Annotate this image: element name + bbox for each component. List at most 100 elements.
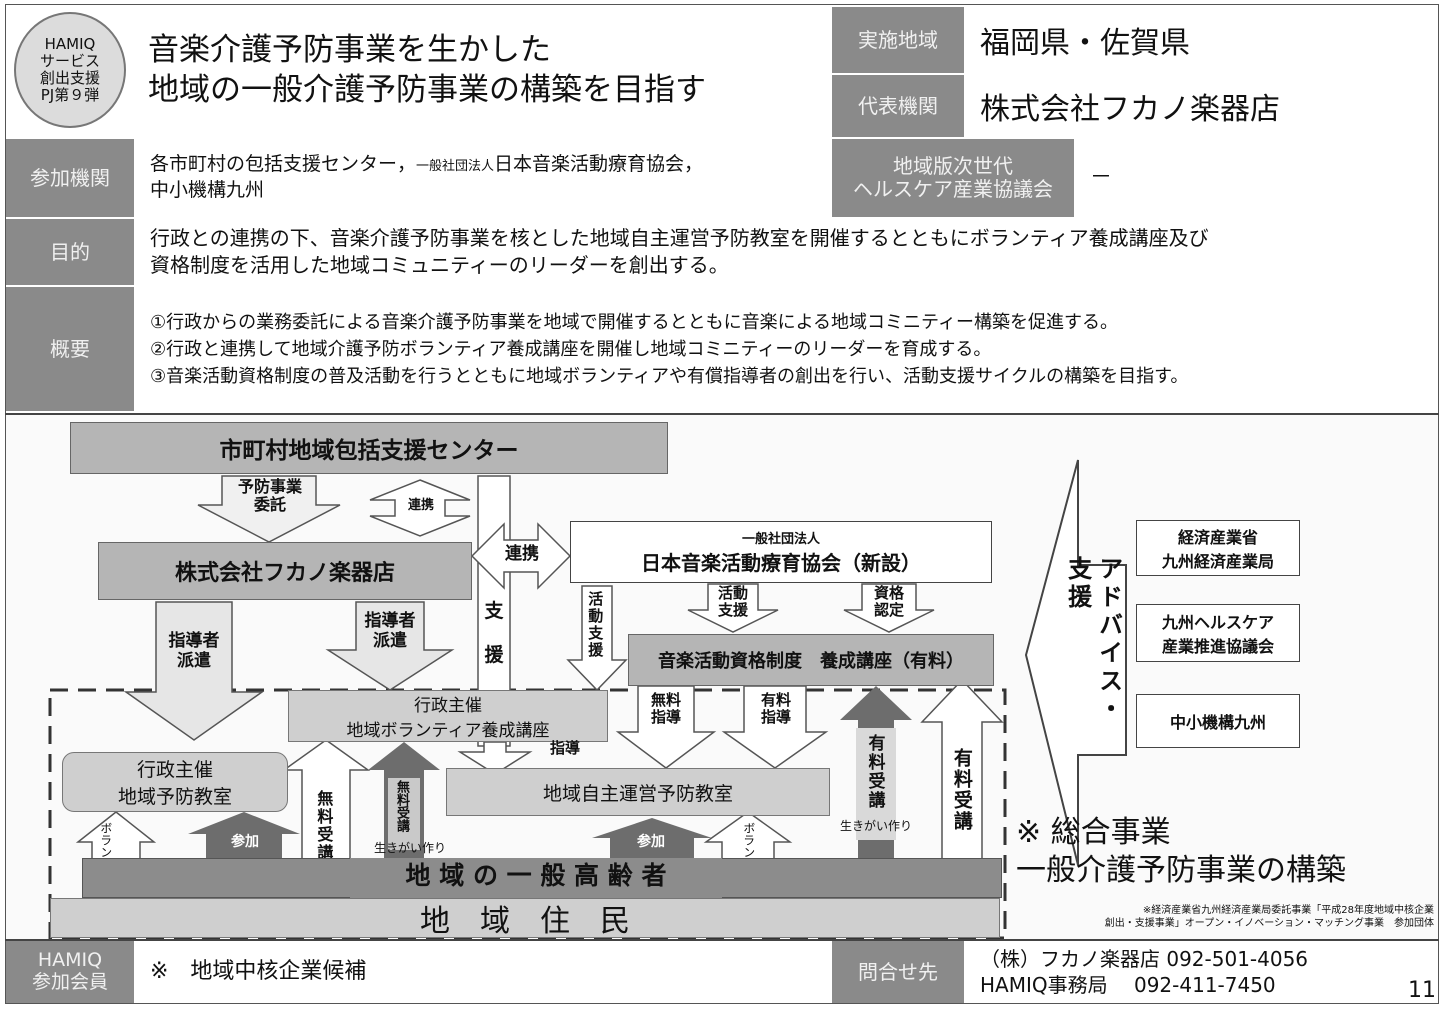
residents-box: 地 域 住 民 [50,898,1000,939]
haken-arrow-left [123,601,265,741]
katsudo-label-1: 活動 [717,584,748,602]
center-box: 市町村地域包括支援センター [70,422,668,474]
title-line-1: 音楽介護予防事業を生かした [148,32,551,69]
purpose-line-2: 資格制度を活用した地域コミュニティーのリーダーを創出する。 [150,253,729,277]
slide-frame [5,4,1439,1004]
participants-value: 各市町村の包括支援センター，一般社団法人日本音楽活動療育協会， 中小機構九州 [136,139,830,217]
purpose-line-1: 行政との連携の下、音楽介護予防事業を核とした地域自主運営予防教室を開催するととも… [150,226,1209,250]
page-number: 11 [1408,978,1436,1003]
participants-line2: 中小機構九州 [150,179,265,201]
participants-label: 参加機関 [6,139,134,217]
page-title: 音楽介護予防事業を生かした 地域の一般介護予防事業の構築を目指す [136,5,830,137]
meti-2: 九州経済産業局 [1161,552,1274,571]
purpose-value: 行政との連携の下、音楽介護予防事業を核とした地域自主運営予防教室を開催するととも… [136,219,1438,285]
gyosei-class-box: 行政主催 地域予防教室 [62,752,288,812]
elderly-label: 地 域 の 一 般 高 齢 者 [405,861,667,890]
council-label-1: 地域版次世代 [893,154,1013,178]
overview-value: ①行政からの業務委託による音楽介護予防事業を地域で開催するとともに音楽による地域… [136,287,1438,411]
muryou-shidou-arrow [615,685,717,769]
healthcare-2: 産業推進協議会 [1161,637,1274,656]
yuuryou-shidou-1: 有料 [760,691,791,709]
member-label-2: 参加会員 [31,971,108,993]
yobo-arrow [197,475,341,543]
yobo-label: 予防事業 委託 [222,477,318,515]
participants-line1-small: 一般社団法人 [416,159,495,175]
yuuryou-jukou-label-white: 有料受講 [950,748,973,832]
participants-line1-b: 日本音楽活動療育協会， [494,153,704,176]
member-label: HAMIQ 参加会員 [6,941,134,1003]
gyosei-class-2: 地域予防教室 [117,786,232,808]
haken-label-left: 指導者 派遣 [156,631,232,671]
contact-value: （株）フカノ楽器店 092-501-4056 HAMIQ事務局 092-411-… [966,941,1386,1003]
title-line-2: 地域の一般介護予防事業の構築を目指す [148,72,706,108]
footnote-2: 創出・支援事業」オープン・イノベーション・マッチング事業 参加団体 [1104,918,1434,929]
katsudo-arrow [687,583,779,633]
badge-line-4: PJ第９弾 [40,85,100,104]
overview-item-3: ③音楽活動資格制度の普及活動を行うとともに地域ボランティアや有償指導者の創出を行… [150,365,1189,387]
course-box: 音楽活動資格制度 養成講座（有料） [628,634,994,686]
fukano-box: 株式会社フカノ楽器店 [98,542,472,600]
assoc-small: 一般社団法人 [741,532,820,547]
contact-label: 問合せ先 [832,941,964,1003]
support-label-2: 援 [484,644,504,667]
shidou-label: 指導 [549,739,580,757]
contact-line-2: HAMIQ事務局 092-411-7450 [980,973,1276,997]
yobo-label-2: 委託 [253,495,286,515]
gyosei-class-1: 行政主催 [136,759,213,781]
haken-label-left-1: 指導者 [168,631,220,651]
muryou-label-bg [388,778,420,850]
rep-value: 株式会社フカノ楽器店 [966,75,1438,137]
katsudo-label-2: 支援 [717,601,748,620]
haken-label-left-2: 派遣 [177,650,211,671]
katsudo-shien-label: 活動支援 [586,591,605,659]
katsudo-shien-arrow [566,585,628,692]
overview-item-2: ②行政と連携して地域介護予防ボランティア養成講座を開催し地域コミニティーのリーダ… [150,338,992,360]
badge-line-1: HAMIQ [44,35,96,54]
volunteer-course-1: 行政主催 [414,696,482,716]
sogo-line-1: ※ 総合事業 [1016,815,1171,850]
divider-footer-top [5,939,1439,941]
member-label-1: HAMIQ [37,949,103,972]
muryou-shidou-label: 無料 指導 [640,691,692,727]
yuuryou-jukou-label-dark: 有料受講 [864,734,885,810]
badge-line-2: サービス [39,52,100,71]
muryou-shidou-1: 無料 [650,691,681,709]
yuuryou-label-bg [856,728,896,840]
katsudo-label: 活動 支援 [708,584,758,620]
muryou-shidou-2: 指導 [650,708,681,727]
footnote-1: ※経済産業省九州経済産業局委託事業「平成28年度地域中核企業 [1142,905,1434,916]
assoc-name: 日本音楽活動療育協会（新設） [641,551,921,575]
volunteer-course-box: 行政主催 地域ボランティア養成講座 [288,690,608,742]
sogo-text: ※ 総合事業 一般介護予防事業の構築 [1016,814,1406,889]
sanka-arrow-center [592,818,712,860]
overview-label: 概要 [6,287,134,411]
sogo-line-2: 一般介護予防事業の構築 [1016,852,1346,888]
ikigai-label-2: 生きがい作り [839,819,912,833]
area-label: 実施地域 [832,7,964,73]
haken-label-center: 指導者 派遣 [356,611,424,651]
ikigai-label: 生きがい作り [373,841,446,855]
badge-line-3: 創出支援 [39,69,100,87]
muryou-jukou-label: 無料受講 [314,790,334,862]
yobo-label-1: 予防事業 [237,477,302,496]
divider-diagram-top [5,413,1439,415]
haken-label-center-1: 指導者 [364,611,416,631]
yuuryou-shidou-label: 有料 指導 [748,691,804,727]
sanka-label-left: 参加 [231,834,259,850]
contact-line-1: （株）フカノ楽器店 092-501-4056 [980,947,1309,971]
shikaku-label: 資格 認定 [862,584,916,620]
muryou-jukou-label-dark: 無料受講 [393,780,409,832]
member-value: ※ 地域中核企業候補 [136,941,830,1003]
participants-line1-a: 各市町村の包括支援センター， [150,153,417,176]
haken-label-center-2: 派遣 [373,630,407,651]
council-label-2: ヘルスケア産業協議会 [853,177,1053,201]
support-side-label: 支援 [1063,556,1092,612]
shidou-arrow [457,741,533,775]
renkei-label: 連携 [505,544,539,564]
rep-label: 代表機関 [832,75,964,137]
sanka-label-center: 参加 [637,834,665,850]
council-value: － [1076,139,1438,217]
assoc-box: 一般社団法人 日本音楽活動療育協会（新設） [570,521,992,583]
advice-arrow [1024,459,1127,866]
volunteer-course-2: 地域ボランティア養成講座 [346,721,550,741]
